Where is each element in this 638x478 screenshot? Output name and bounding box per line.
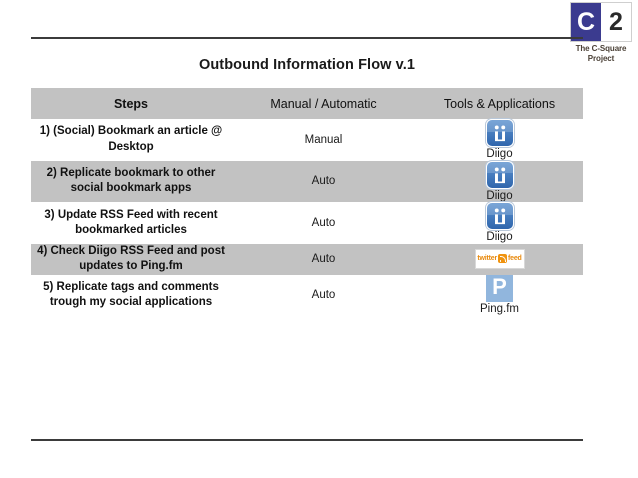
twitterfeed-word-twitter: twitter	[477, 255, 498, 263]
table-row: 2) Replicate bookmark to other social bo…	[31, 160, 583, 203]
table-row: 4) Check Diigo RSS Feed and post updates…	[31, 243, 583, 275]
table-row: 5) Replicate tags and comments trough my…	[31, 274, 583, 316]
step-description: 1) (Social) Bookmark an article @ Deskto…	[39, 125, 223, 153]
step-description: 3) Update RSS Feed with recent bookmarke…	[44, 208, 218, 237]
logo-caption: The C-Square Project	[566, 44, 636, 64]
automation-mode: Auto	[311, 175, 336, 188]
diigo-glyph	[494, 208, 505, 225]
step-description: 5) Replicate tags and comments trough my…	[43, 280, 219, 309]
rss-icon	[498, 254, 508, 264]
tool-wrapper: Diigo	[416, 119, 583, 161]
header-divider	[31, 37, 583, 39]
pingfm-icon: P	[486, 274, 513, 302]
tool-wrapper: twitter feed	[416, 248, 583, 270]
table-row: 3) Update RSS Feed with recent bookmarke…	[31, 202, 583, 244]
logo-squares: C 2	[570, 2, 632, 42]
automation-mode: Manual	[304, 133, 343, 146]
tool-label: Diigo	[486, 189, 513, 202]
column-header-mode: Manual / Automatic	[231, 88, 416, 119]
column-header-tools-label: Tools & Applications	[443, 96, 556, 111]
c-square-logo: C 2 The C-Square Project	[566, 2, 636, 66]
logo-caption-line2: Project	[587, 54, 615, 63]
logo-letter-c: C	[571, 3, 601, 41]
column-header-steps-label: Steps	[113, 96, 149, 111]
information-flow-table: Steps Manual / Automatic Tools & Applica…	[31, 88, 583, 316]
diigo-icon	[485, 160, 514, 189]
column-header-steps: Steps	[31, 88, 231, 119]
tool-cell: Diigo	[416, 160, 583, 203]
tool-cell: Diigo	[416, 119, 583, 161]
diigo-icon	[485, 202, 514, 231]
table-row: 1) (Social) Bookmark an article @ Deskto…	[31, 119, 583, 161]
diigo-icon	[485, 119, 514, 147]
tool-label: Ping.fm	[480, 302, 519, 315]
diigo-glyph	[494, 167, 505, 183]
twitterfeed-icon: twitter feed	[474, 248, 525, 269]
logo-caption-line1: The C-Square	[575, 44, 627, 53]
automation-mode: Auto	[311, 289, 336, 302]
tool-cell: Diigo	[416, 202, 583, 244]
tool-wrapper: P Ping.fm	[416, 274, 583, 316]
tool-wrapper: Diigo	[416, 202, 583, 244]
column-header-tools: Tools & Applications	[416, 88, 583, 119]
automation-mode: Auto	[311, 217, 336, 230]
tool-cell: P Ping.fm	[416, 274, 583, 316]
tool-label: Diigo	[486, 148, 513, 160]
table-body: 1) (Social) Bookmark an article @ Deskto…	[31, 119, 583, 316]
column-header-mode-label: Manual / Automatic	[270, 96, 377, 111]
tool-wrapper: Diigo	[416, 160, 583, 203]
footer-divider	[31, 439, 583, 441]
automation-mode: Auto	[311, 253, 336, 266]
diigo-glyph	[494, 125, 505, 142]
step-description: 2) Replicate bookmark to other social bo…	[46, 166, 216, 195]
table-header-row: Steps Manual / Automatic Tools & Applica…	[31, 88, 583, 119]
tool-label: Diigo	[486, 231, 513, 244]
step-description: 4) Check Diigo RSS Feed and post updates…	[37, 244, 225, 273]
page-title: Outbound Information Flow v.1	[198, 57, 416, 73]
twitterfeed-word-feed: feed	[508, 255, 522, 263]
logo-digit-2: 2	[601, 3, 631, 41]
tool-cell: twitter feed	[416, 244, 583, 275]
